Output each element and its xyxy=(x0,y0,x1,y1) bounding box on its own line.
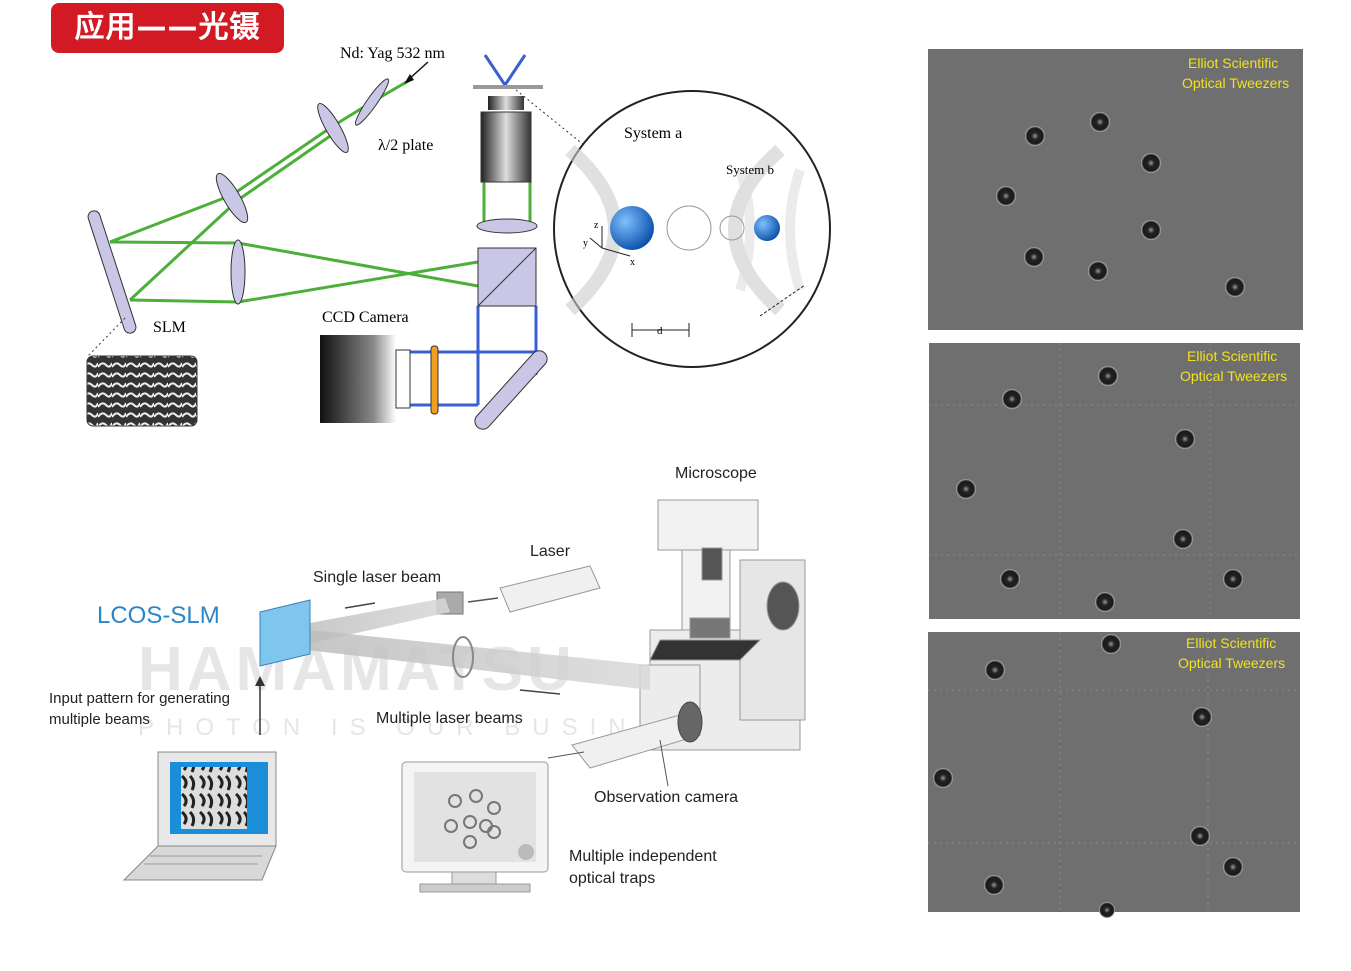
traps-label-2: optical traps xyxy=(569,870,655,887)
axes-icon xyxy=(589,226,631,257)
hologram-pattern xyxy=(181,767,247,829)
system-a-label: System a xyxy=(624,125,682,142)
panel-3-label-2: Optical Tweezers xyxy=(1178,655,1285,671)
system-b-label: System b xyxy=(726,162,774,177)
ccd-camera-label: CCD Camera xyxy=(322,309,409,326)
lcos-slm-label: LCOS-SLM xyxy=(97,602,220,629)
single-beam-label: Single laser beam xyxy=(313,569,441,586)
lcos-slm-device xyxy=(259,599,311,667)
micrograph-panel-3: Elliot Scientific Optical Tweezers xyxy=(928,632,1300,918)
slm-mirror xyxy=(87,210,137,334)
tube-lens xyxy=(476,218,538,234)
microscope-label: Microscope xyxy=(675,465,757,482)
objective-body xyxy=(480,111,532,183)
axis-y-label: y xyxy=(583,238,588,249)
trap-inset: System a System b z y x d xyxy=(553,90,831,368)
beads xyxy=(956,366,1243,612)
trap-spots xyxy=(444,789,501,849)
laser-label: Laser xyxy=(530,543,571,560)
half-wave-plate xyxy=(354,78,390,126)
trapped-sphere-b xyxy=(754,215,780,241)
dichroic-mirror xyxy=(474,350,548,430)
micrograph-panel-2: Elliot Scientific Optical Tweezers xyxy=(929,343,1300,619)
laptop xyxy=(122,751,277,881)
top-optical-setup: Nd: Yag 532 nm λ/2 plate SLM CCD Camera xyxy=(86,45,831,430)
panel-2-label-1: Elliot Scientific xyxy=(1187,348,1277,364)
micrograph-panel-1: Elliot Scientific Optical Tweezers xyxy=(928,49,1303,330)
ccd-camera-body xyxy=(320,335,396,423)
observation-camera xyxy=(571,714,701,769)
panel-3-label-1: Elliot Scientific xyxy=(1186,635,1276,651)
lens-2 xyxy=(215,172,249,224)
laser-source xyxy=(499,565,601,613)
objective-tip xyxy=(488,96,524,110)
axis-z-label: z xyxy=(594,220,599,231)
beads xyxy=(933,634,1243,918)
multi-beam-path xyxy=(290,628,650,690)
trapped-sphere-a xyxy=(610,206,654,250)
slm-label: SLM xyxy=(153,319,186,336)
input-pattern-label-2: multiple beams xyxy=(49,711,150,728)
panel-1-label-2: Optical Tweezers xyxy=(1182,75,1289,91)
slide-title: 应用——光镊 xyxy=(51,3,284,53)
microscope xyxy=(639,499,806,751)
panel-2-label-2: Optical Tweezers xyxy=(1180,368,1287,384)
lens-3 xyxy=(230,239,246,305)
relay-lens xyxy=(452,636,474,678)
panel-1-label-1: Elliot Scientific xyxy=(1188,55,1278,71)
half-wave-plate-label: λ/2 plate xyxy=(378,137,433,154)
slm-phase-pattern xyxy=(86,355,198,427)
laser-source-label: Nd: Yag 532 nm xyxy=(340,45,445,62)
multiple-beams-label: Multiple laser beams xyxy=(376,710,523,727)
axis-x-label: x xyxy=(630,257,635,268)
input-pattern-label-1: Input pattern for generating xyxy=(49,690,230,707)
bottom-lcos-setup: HAMAMATSU PHOTON IS OUR BUSINESS Microsc… xyxy=(49,465,806,893)
observation-camera-label: Observation camera xyxy=(594,789,738,806)
lens-1 xyxy=(317,103,349,153)
monitor xyxy=(401,761,549,893)
filter xyxy=(430,345,439,415)
d-label: d xyxy=(657,325,663,337)
green-beams xyxy=(109,78,532,304)
beads xyxy=(996,112,1245,297)
traps-label-1: Multiple independent xyxy=(569,848,717,865)
